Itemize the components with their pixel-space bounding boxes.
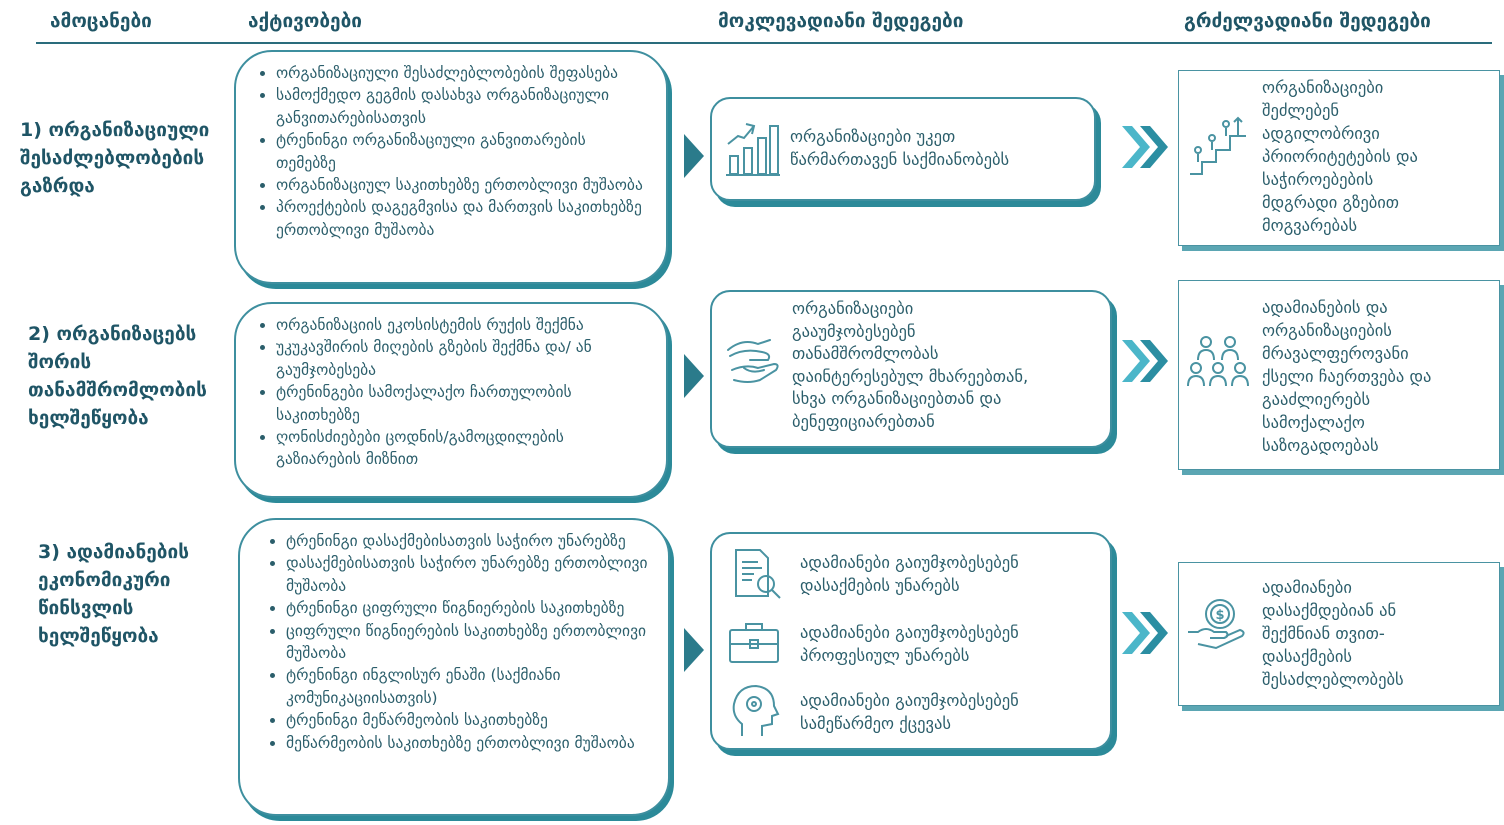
activities-list-3: ტრენინგი დასაქმებისათვის საჭირო უნარებზე… (268, 530, 648, 754)
short-term-text-3a: ადამიანები გაიუმჯობესებენ დასაქმების უნა… (800, 553, 1019, 595)
short-term-text-3b: ადამიანები გაიუმჯობესებენ პროფესიულ უნარ… (800, 623, 1019, 665)
activities-list-1: ორგანიზაციული შესაძლებლობების შეფასება ს… (258, 62, 646, 241)
activity-item: დასაქმებისათვის საჭირო უნარებზე ერთობლივ… (286, 552, 648, 597)
long-term-text-1: ორგანიზაციები შეძლებენ ადგილობრივი პრიორ… (1262, 78, 1418, 235)
long-term-text-3: ადამიანები დასაქმდებიან ან შექმნიან თვით… (1262, 578, 1404, 689)
activities-box-3: ტრენინგი დასაქმებისათვის საჭირო უნარებზე… (238, 518, 670, 816)
short-term-text-2: ორგანიზაციები გააუმჯობესებენ თანამშრომლო… (792, 299, 1029, 431)
people-climbing-steps-icon (1190, 116, 1246, 175)
objective-2: 2) ორგანიზაცებს შორის თანამშრომლობის ხელ… (28, 323, 207, 429)
double-chevron-icon (1122, 340, 1168, 382)
activities-box-2: ორგანიზაციის ეკოსისტემის რუქის შექმნა უკ… (234, 302, 668, 498)
header-activities: აქტივობები (248, 10, 363, 32)
activity-item: ტრენინგი ციფრული წიგნიერების საკითხებზე (286, 597, 648, 619)
long-term-box-2 (1178, 280, 1500, 470)
activity-item: ღონისძიებები ცოდნის/გამოცდილების გაზიარე… (276, 426, 646, 471)
activity-item: ტრენინგი ინგლისურ ენაში (საქმიანი კომუნი… (286, 664, 648, 709)
activities-box-1: ორგანიზაციული შესაძლებლობების შეფასება ს… (234, 50, 668, 284)
activity-item: ტრენინგი მეწარმეობის საკითხებზე (286, 709, 648, 731)
long-term-box-1 (1178, 70, 1500, 246)
people-group-icon (1187, 336, 1249, 387)
activity-item: მეწარმეობის საკითხებზე ერთობლივი მუშაობა (286, 732, 648, 754)
arrow-triangle-icon (684, 354, 704, 398)
activity-item: ციფრული წიგნიერების საკითხებზე ერთობლივი… (286, 620, 648, 665)
hand-coin-icon: $ (1188, 599, 1245, 650)
activity-item: ორგანიზაციის ეკოსისტემის რუქის შექმნა (276, 314, 646, 336)
header-short-term: მოკლევადიანი შედეგები (718, 10, 964, 32)
activity-item: ტრენინგი დასაქმებისათვის საჭირო უნარებზე (286, 530, 648, 552)
activity-item: პროექტების დაგეგმვისა და მართვის საკითხე… (276, 196, 646, 241)
activity-item: ორგანიზაციულ საკითხებზე ერთობლივი მუშაობ… (276, 174, 646, 196)
double-chevron-icon (1122, 126, 1168, 168)
activities-list-2: ორგანიზაციის ეკოსისტემის რუქის შექმნა უკ… (258, 314, 646, 471)
briefcase-icon (729, 623, 779, 663)
short-term-text-3c: ადამიანები გაიუმჯობესებენ სამეწარმეო ქცე… (800, 691, 1019, 733)
short-term-text-1: ორგანიზაციები უკეთ წარმართავენ საქმიანობ… (790, 127, 1010, 169)
handshake-icon (727, 339, 779, 383)
growth-chart-icon (726, 123, 780, 176)
document-search-icon (735, 549, 781, 599)
activity-item: სამოქმედო გეგმის დასახვა ორგანიზაციული გ… (276, 84, 646, 129)
header-divider (36, 42, 1492, 44)
activity-item: ტრენინგები სამოქალაქო ჩართულობის საკითხე… (276, 381, 646, 426)
header-long-term: გრძელვადიანი შედეგები (1184, 10, 1431, 32)
double-chevron-icon (1122, 612, 1168, 654)
activity-item: უკუკავშირის მიღების გზების შექმნა და/ ან… (276, 336, 646, 381)
activity-item: ტრენინგი ორგანიზაციული განვითარების თემე… (276, 129, 646, 174)
head-gear-icon (732, 684, 780, 736)
objective-1: 1) ორგანიზაციული შესაძლებლობების გაზრდა (20, 119, 210, 197)
svg-text:$: $ (1215, 608, 1224, 623)
long-term-text-2: ადამიანების და ორგანიზაციების მრავალფერო… (1262, 298, 1432, 455)
objective-3: 3) ადამიანების ეკონომიკური წინსვლის ხელშ… (38, 541, 189, 647)
arrow-triangle-icon (684, 628, 704, 672)
activity-item: ორგანიზაციული შესაძლებლობების შეფასება (276, 62, 646, 84)
short-term-box-1 (710, 97, 1096, 201)
arrow-triangle-icon (684, 134, 704, 178)
header-objectives: ამოცანები (50, 10, 152, 32)
